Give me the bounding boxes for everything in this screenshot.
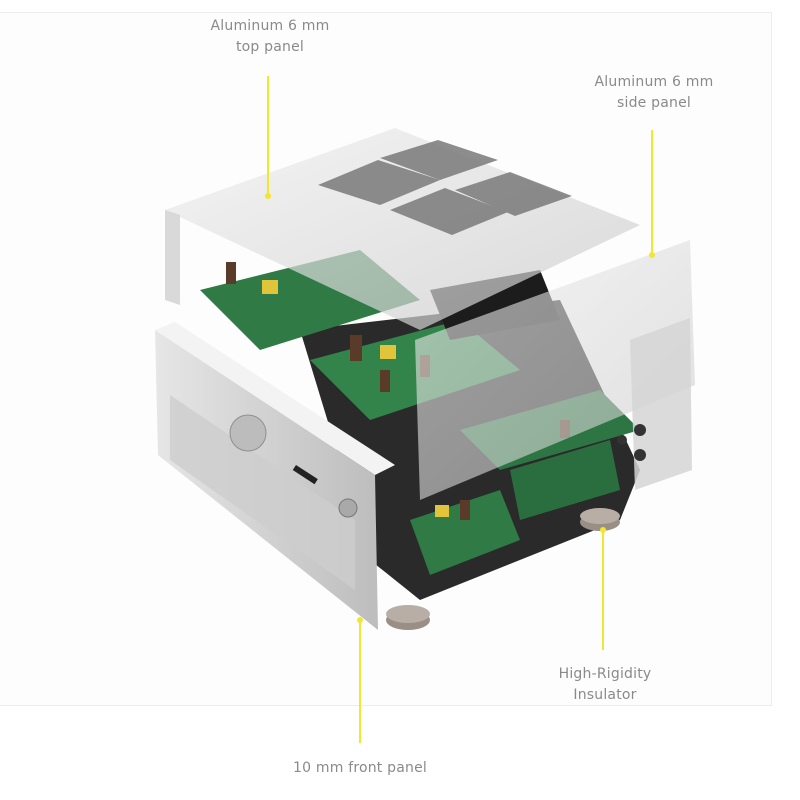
leader-dot: [649, 252, 655, 258]
callout-text: top panel: [235, 39, 305, 55]
callout-text: High-Rigidity: [558, 666, 652, 682]
pcb-board: [510, 440, 620, 520]
top-panel-vents: [318, 140, 572, 235]
leader-dot: [265, 193, 271, 199]
leader-line: [267, 76, 269, 196]
transformers: [262, 280, 449, 517]
leader-line: [359, 620, 361, 743]
leader-line: [651, 130, 653, 255]
callout-text: Insulator: [573, 687, 637, 703]
callout-insulator: High-Rigidity Insulator: [559, 664, 652, 706]
leader-dot: [600, 527, 606, 533]
volume-knob: [229, 414, 267, 452]
callout-side-panel: Aluminum 6 mm side panel: [595, 72, 714, 114]
callout-text: 10 mm front panel: [293, 760, 427, 776]
leader-line: [602, 530, 604, 650]
side-panel: [415, 240, 695, 500]
callout-text: Aluminum 6 mm: [210, 18, 330, 34]
callout-top-panel: Aluminum 6 mm top panel: [211, 16, 330, 58]
callout-front-panel: 10 mm front panel: [293, 758, 427, 779]
callout-text: Aluminum 6 mm: [594, 74, 714, 90]
callout-text: side panel: [617, 95, 691, 111]
